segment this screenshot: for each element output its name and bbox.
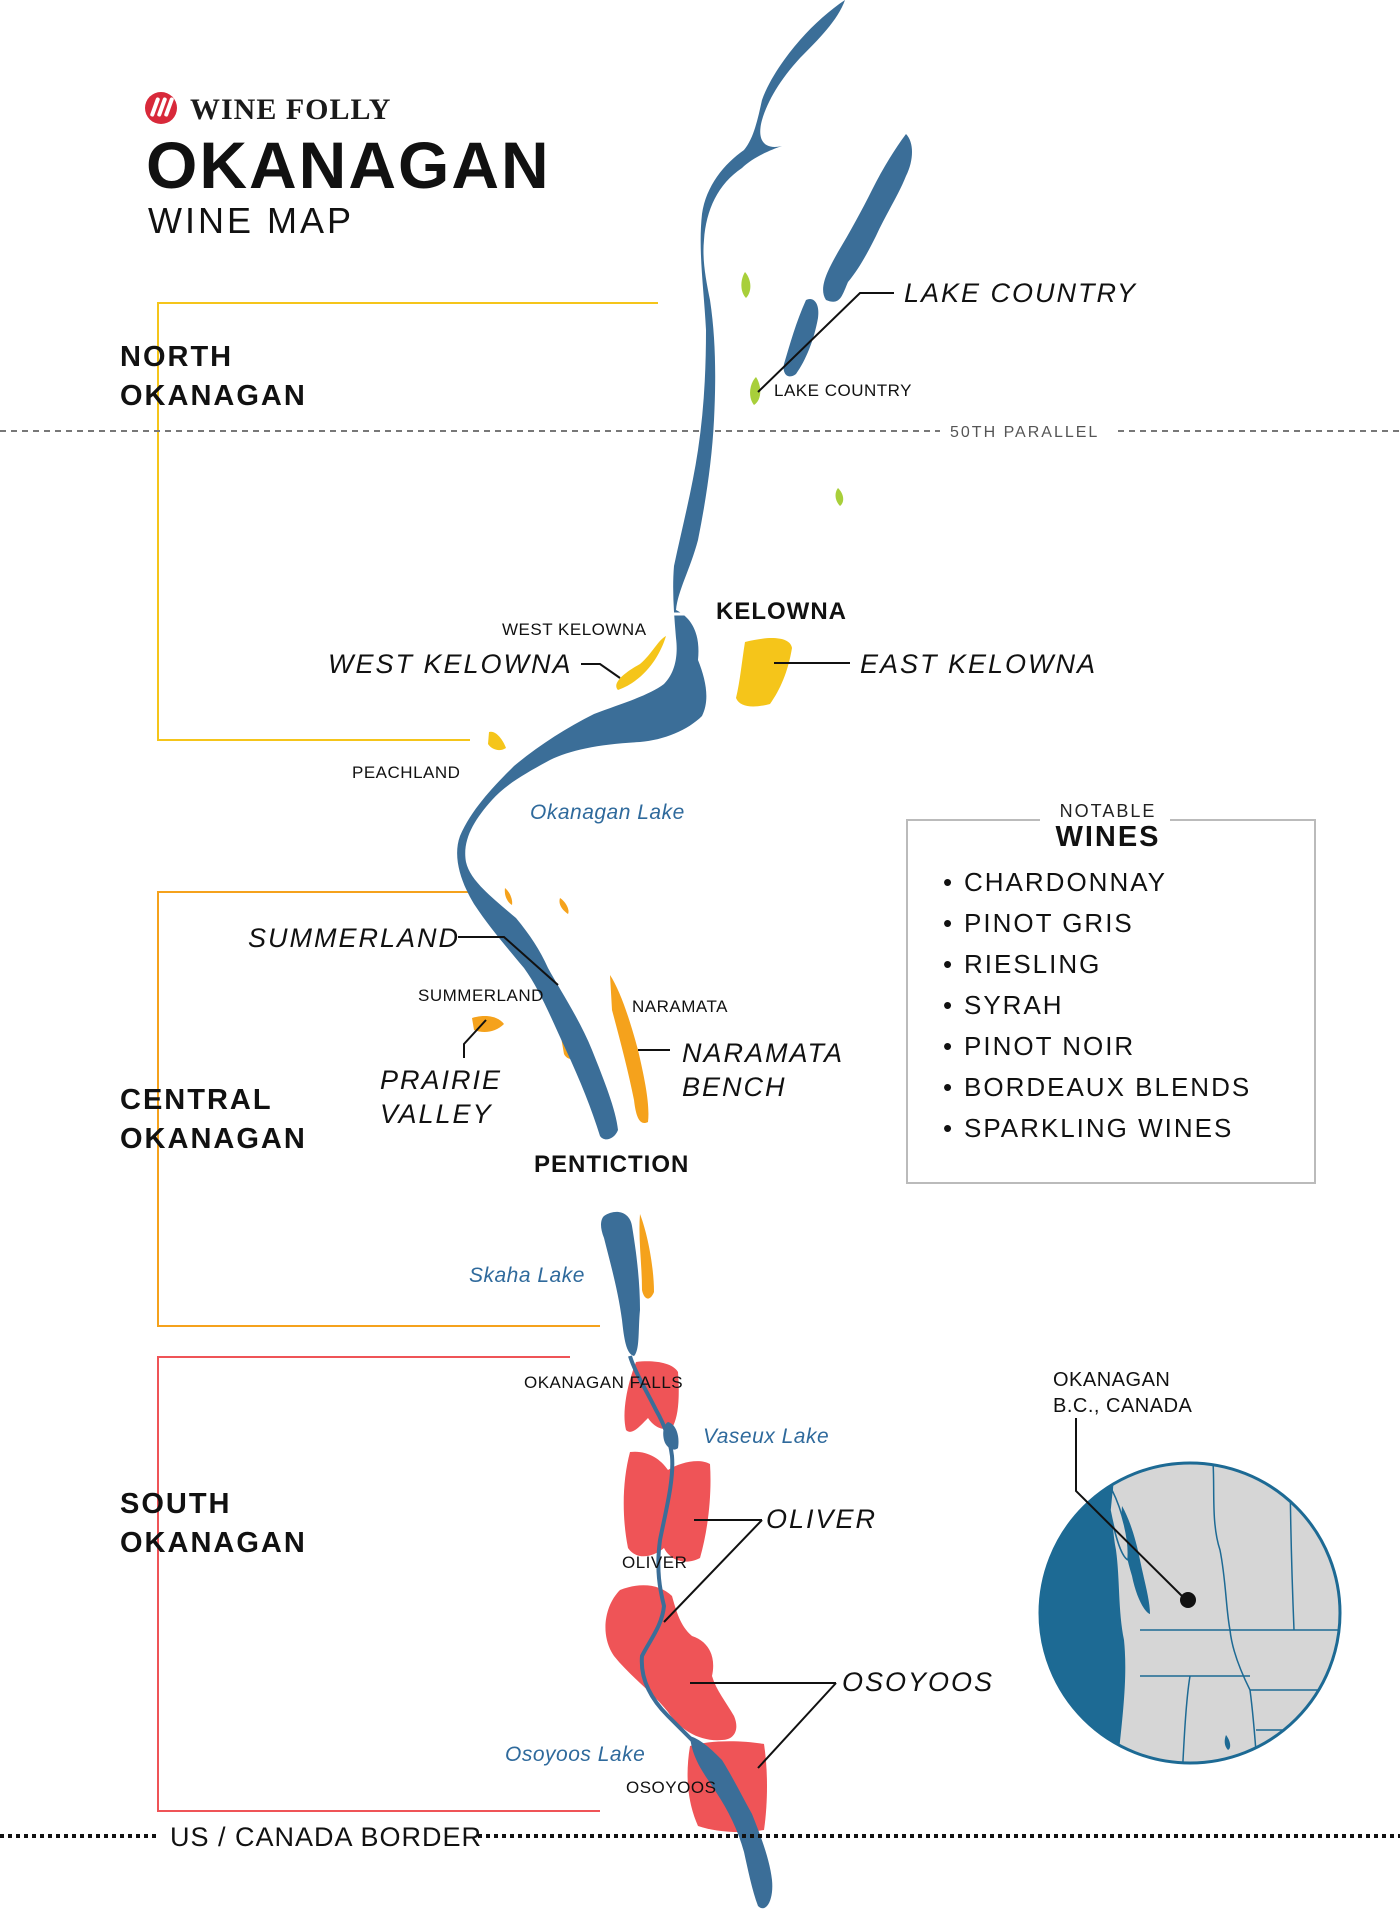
locator-globe-outline	[1038, 1461, 1342, 1765]
legend-subtitle: NOTABLE	[1060, 801, 1157, 821]
region-central-line2: OKANAGAN	[120, 1123, 307, 1155]
leader-osoyoos-b	[757, 1682, 837, 1769]
legend-bullet: •	[943, 1113, 954, 1143]
west-kelowna-area	[616, 636, 666, 690]
water-bodies	[457, 0, 912, 1909]
lake-country-area-2	[750, 377, 761, 405]
leader-prairie-valley	[463, 1019, 487, 1058]
region-brackets	[157, 302, 658, 1812]
region-north-line1: NORTH	[120, 341, 233, 373]
label-east-kelowna-ava: EAST KELOWNA	[860, 649, 1097, 679]
central-bracket	[157, 891, 600, 1327]
leader-oliver-b	[663, 1519, 763, 1623]
locator-label-line2: B.C., CANADA	[1053, 1395, 1193, 1417]
region-south-line2: OKANAGAN	[120, 1527, 307, 1559]
label-prairie-valley-line1: PRAIRIE	[380, 1065, 502, 1095]
naramata-area-small	[559, 898, 569, 914]
locator-vancouver-island	[1109, 1487, 1130, 1562]
us-canada-border: US / CANADA BORDER	[0, 1822, 1400, 1852]
legend-bullet: •	[943, 1031, 954, 1061]
legend-bullet: •	[943, 908, 954, 938]
notable-wines-legend: NOTABLE WINES • CHARDONNAY • PINOT GRIS …	[906, 801, 1316, 1184]
map-subtitle: WINE MAP	[148, 200, 354, 241]
region-south-line1: SOUTH	[120, 1488, 232, 1520]
legend-items: • CHARDONNAY • PINOT GRIS • RIESLING • S…	[943, 867, 1251, 1143]
okanagan-falls-area	[624, 1361, 679, 1432]
legend-gap	[1040, 808, 1170, 830]
legend-item: BORDEAUX BLENDS	[964, 1072, 1251, 1102]
summerland-area-1	[504, 888, 513, 905]
label-osoyoos-ava: OSOYOOS	[842, 1667, 994, 1697]
map-title: OKANAGAN	[146, 128, 551, 202]
leader-lines	[458, 292, 894, 1769]
town-peachland: PEACHLAND	[352, 763, 460, 782]
label-naramata-line1: NARAMATA	[682, 1038, 844, 1068]
legend-item: CHARDONNAY	[964, 867, 1167, 897]
locator-small-lake	[1224, 1735, 1231, 1750]
town-naramata: NARAMATA	[632, 997, 728, 1016]
legend-item: PINOT GRIS	[964, 908, 1134, 938]
region-north-line2: OKANAGAN	[120, 380, 307, 412]
peachland-area	[488, 731, 506, 751]
lake-label-okanagan: Okanagan Lake	[530, 801, 685, 824]
town-summerland: SUMMERLAND	[418, 986, 544, 1005]
town-okanagan-falls: OKANAGAN FALLS	[524, 1373, 683, 1392]
label-lake-country-ava: LAKE COUNTRY	[904, 278, 1137, 308]
town-west-kelowna: WEST KELOWNA	[502, 620, 647, 639]
legend-item: SYRAH	[964, 990, 1064, 1020]
label-naramata-line2: BENCH	[682, 1072, 787, 1102]
legend-item: RIESLING	[964, 949, 1101, 979]
okanagan-location-dot-icon	[1180, 1592, 1196, 1608]
legend-box-left	[906, 819, 1316, 1184]
south-bracket	[157, 1356, 600, 1812]
east-kelowna-area	[736, 638, 792, 707]
okanagan-river	[628, 1355, 696, 1744]
town-penticton: PENTICTION	[534, 1151, 689, 1178]
naramata-bench-area	[610, 975, 649, 1124]
label-oliver-ava: OLIVER	[766, 1504, 877, 1534]
osoyoos-north-area	[605, 1585, 737, 1741]
leader-summerland	[458, 936, 559, 986]
legend-bullet: •	[943, 949, 954, 979]
locator-label-line1: OKANAGAN	[1053, 1369, 1170, 1391]
skaha-east-area	[639, 1214, 654, 1299]
town-kelowna: KELOWNA	[716, 598, 847, 625]
leader-lake-country	[757, 292, 894, 393]
lake-country-area-1	[741, 272, 751, 298]
locator-strait	[1121, 1506, 1150, 1614]
wine-folly-logo-icon	[145, 92, 177, 124]
lake-label-vaseux: Vaseux Lake	[703, 1425, 829, 1448]
lake-label-osoyoos: Osoyoos Lake	[505, 1743, 645, 1766]
north-bracket	[157, 302, 658, 741]
brand-name: WINE FOLLY	[190, 93, 391, 126]
border-label: US / CANADA BORDER	[170, 1822, 482, 1852]
kalamalka-lake	[823, 134, 912, 302]
label-west-kelowna-ava: WEST KELOWNA	[328, 649, 573, 679]
town-lake-country: LAKE COUNTRY	[774, 381, 912, 400]
wood-lake	[783, 298, 819, 377]
leader-west-kelowna	[581, 663, 621, 679]
legend-bullet: •	[943, 867, 954, 897]
label-summerland-ava: SUMMERLAND	[248, 923, 460, 953]
skaha-lake	[601, 1211, 640, 1356]
legend-bullet: •	[943, 1072, 954, 1102]
legend-item: PINOT NOIR	[964, 1031, 1135, 1061]
town-osoyoos: OSOYOOS	[626, 1778, 716, 1797]
osoyoos-lake	[690, 1736, 773, 1909]
locator-leader	[1075, 1418, 1187, 1601]
town-oliver: OLIVER	[622, 1553, 687, 1572]
lake-label-skaha: Skaha Lake	[469, 1264, 585, 1287]
brand-block: WINE FOLLY OKANAGAN WINE MAP	[145, 92, 551, 241]
parallel-50th: 50TH PARALLEL	[0, 424, 1400, 441]
legend-bullet: •	[943, 990, 954, 1020]
legend-item: SPARKLING WINES	[964, 1113, 1233, 1143]
legend-title: WINES	[1055, 821, 1160, 853]
lake-country-area-3	[835, 488, 844, 506]
parallel-label: 50TH PARALLEL	[950, 424, 1099, 441]
region-central-line1: CENTRAL	[120, 1084, 273, 1116]
label-prairie-valley-line2: VALLEY	[380, 1099, 493, 1129]
locator-map: OKANAGAN B.C., CANADA	[1038, 1369, 1342, 1765]
